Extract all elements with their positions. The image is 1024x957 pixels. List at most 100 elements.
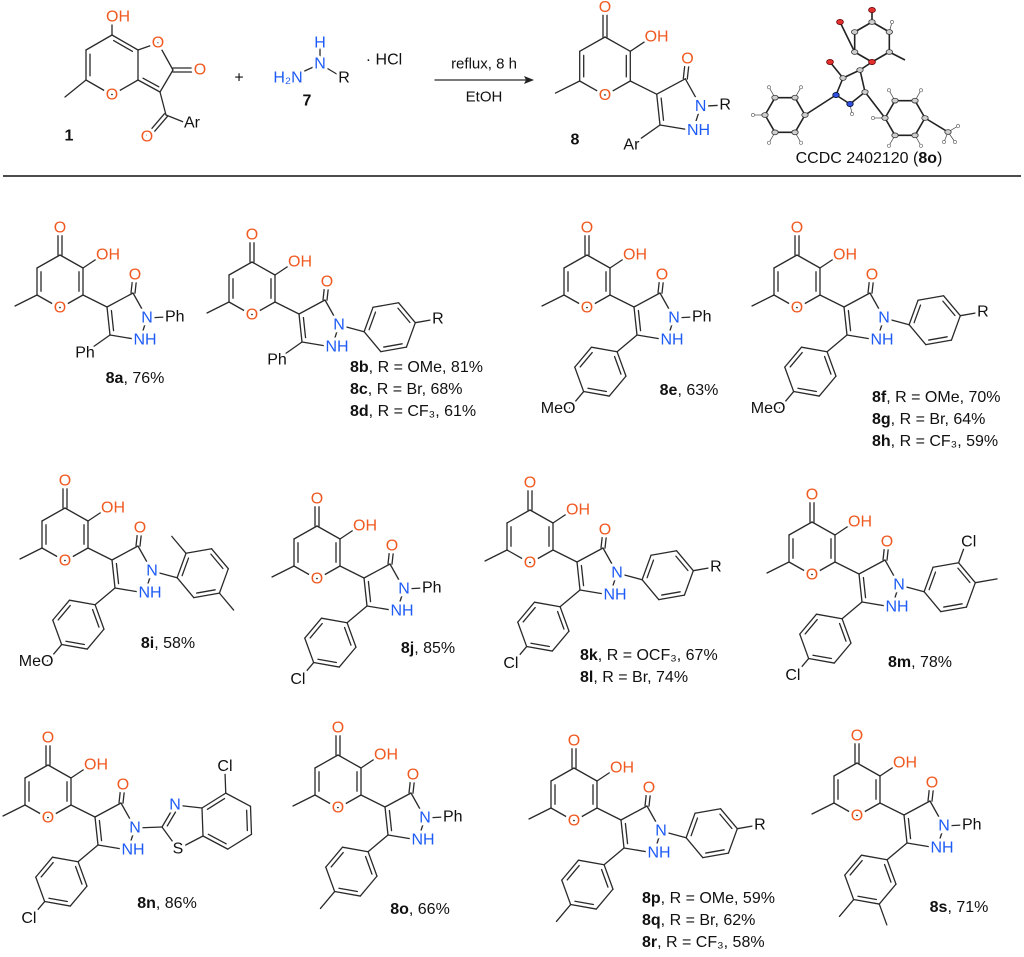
pyranone-bond (586, 294, 611, 309)
double-bond (883, 863, 892, 883)
biaryl-bond (82, 294, 108, 308)
ring-oxygen: O (106, 87, 118, 104)
c-aryl-bond (826, 334, 848, 353)
ortep-carbon (851, 49, 859, 55)
pyrazolone-nh: NH (687, 122, 710, 139)
pyrazolone-bond (656, 78, 686, 95)
ring-bond (86, 628, 105, 650)
pyrazolone-bond (633, 306, 638, 336)
pyrazolone-carbonyl-oxygen: O (926, 775, 938, 792)
double-bond (343, 626, 352, 646)
ring-bond (561, 879, 572, 906)
double-bond (907, 817, 912, 840)
hydroxyl-group: OH (893, 755, 917, 772)
yield-text: , 76% (123, 370, 164, 387)
ortep-carbon (839, 75, 847, 81)
pyranone-ring-oxygen: O (59, 553, 71, 570)
pyranone-bond (773, 254, 798, 269)
ring-bond (559, 606, 570, 632)
hydroxyl-group: OH (645, 29, 669, 46)
ring-bond (405, 322, 416, 348)
double-bond (882, 541, 886, 561)
pyranone-bond (788, 521, 813, 536)
n-aryl-bond (616, 572, 643, 581)
pyranone-bond (796, 294, 821, 309)
ring-bond (590, 346, 618, 353)
pyrazolone-bond (109, 334, 141, 341)
ortep-bond (794, 114, 806, 133)
ortep-carbon (801, 112, 809, 118)
ortep-hydrogen (767, 140, 771, 145)
hydroxyl-bond (339, 526, 359, 540)
compound-id: 8p (642, 890, 661, 907)
benzene-ring (52, 599, 105, 650)
benzene-ring (799, 613, 852, 664)
double-bond (789, 351, 803, 368)
biaryl-bond (609, 294, 635, 308)
hydroxyl-group: OH (610, 760, 634, 777)
ring-bond (917, 295, 945, 301)
pyranone-bond (293, 565, 318, 580)
double-bond (943, 603, 963, 608)
bond (319, 63, 341, 77)
ccdc-caption: CCDC 2402120 (8o) (796, 150, 943, 167)
pyrazolone-bond (331, 324, 340, 348)
ortep-carbon (771, 94, 779, 101)
pyrazolone-bond (602, 547, 618, 574)
ortep-bond (884, 117, 896, 136)
ring-bond (52, 619, 63, 646)
double-bond (823, 355, 832, 375)
n-aryl-bond (660, 830, 687, 839)
ortep-carbon (891, 132, 899, 139)
compound-yield-label: 8d, R = CF₃, 61% (350, 403, 476, 420)
n-aryl-bond (338, 324, 365, 333)
ring-bond (923, 566, 934, 593)
double-bond (408, 774, 412, 794)
pyranone-bond (24, 764, 49, 779)
lactone-oxygen: O (152, 35, 164, 52)
pyrazolone-bond (97, 844, 129, 851)
pyranone-bond (563, 294, 588, 309)
pyranone-bond (64, 547, 89, 562)
pyrazolone-bond (633, 292, 661, 308)
pyrazolone-bond (94, 816, 99, 846)
compound-id: 8a (106, 370, 124, 387)
ring-bond (603, 864, 614, 890)
substituent-bond (29, 900, 46, 920)
ring-bond (950, 315, 961, 341)
chloro-group: Cl (217, 758, 232, 775)
ring-bond (372, 302, 400, 308)
compound-yield-label: 8a, 76% (106, 370, 165, 387)
pyrazolone-nh: NH (660, 332, 683, 349)
benzene-ring (176, 548, 229, 599)
compound-yield-label: 8h, R = CF₃, 59% (872, 433, 998, 450)
methyl-bond (528, 807, 552, 820)
double-bond (648, 787, 652, 807)
yield-text: , R = OMe, 70% (886, 389, 1000, 406)
pyrazolone-bond (396, 588, 405, 612)
pyrazolone-bond (301, 341, 333, 348)
ring-bond (853, 898, 880, 905)
ring-bond (111, 34, 139, 51)
ring-bond (51, 856, 79, 863)
yield-text: , 66% (409, 901, 450, 918)
ring-bond (517, 621, 528, 648)
benzene-ring (923, 562, 976, 613)
double-bond (302, 316, 307, 339)
double-bond (145, 113, 166, 136)
yield-text: , 71% (947, 899, 988, 916)
ortep-carbon (885, 29, 893, 35)
pyrazolone-bond (114, 587, 146, 594)
condition-above: reflux, 8 h (451, 56, 517, 73)
compound-id: 8s (930, 899, 948, 916)
ortep-carbon (891, 97, 899, 104)
compound-yield-label: 8p, R = OMe, 59% (642, 890, 775, 907)
hydroxyl-group: OH (288, 254, 312, 271)
double-bond (112, 39, 134, 53)
pyrazolone-nh: NH (121, 842, 144, 859)
